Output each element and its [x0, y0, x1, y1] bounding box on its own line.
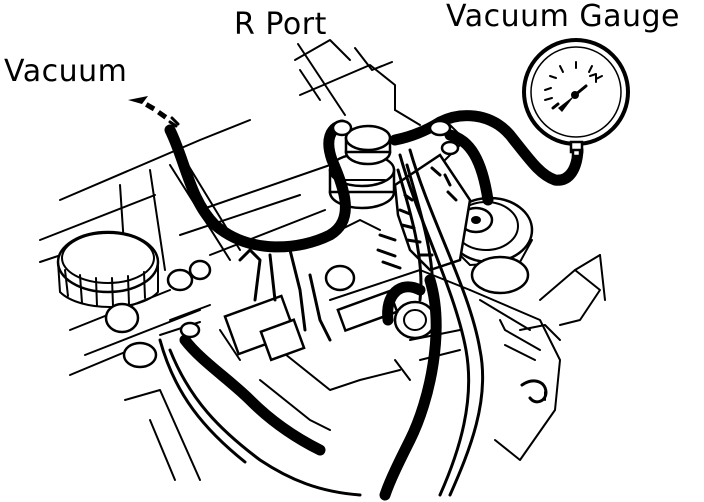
air-cleaner: [56, 230, 160, 308]
vacuum-direction-arrow: [128, 96, 180, 128]
hose-clips: [179, 119, 460, 339]
vacuum-gauge-label: Vacuum Gauge: [446, 0, 681, 34]
r-port-leader-line: [297, 43, 346, 116]
vacuum-label: Vacuum: [4, 54, 128, 89]
vacuum-gauge: [522, 38, 630, 158]
r-port-label: R Port: [234, 7, 327, 42]
linkage-parts: [104, 248, 437, 369]
